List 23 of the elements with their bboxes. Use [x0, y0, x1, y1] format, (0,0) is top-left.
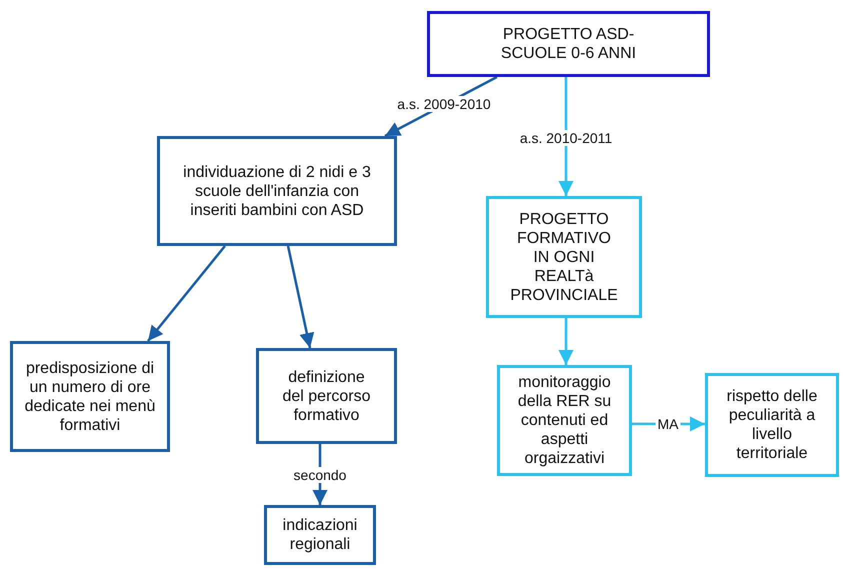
node-text: predisposizione di un numero di ore dedicate nei menù formativi: [24, 358, 156, 434]
node-text: rispetto delle peculiarità a livello territoriale: [726, 387, 818, 463]
node-text: PROGETTO ASD-SCUOLE 0-6 ANNI: [500, 25, 638, 63]
arrow: [286, 246, 314, 348]
edge-label: secondo: [292, 467, 348, 483]
node-text: indicazioni regionali: [282, 516, 358, 554]
concept-box: [497, 365, 632, 476]
arrow: [147, 245, 226, 342]
arrow: [558, 318, 574, 365]
concept-box: [705, 373, 839, 477]
edge-label: MA: [656, 416, 680, 432]
concept-box: [486, 196, 642, 318]
concept-box: [10, 341, 170, 452]
node-text: monitoraggio della RER su contenuti ed aspetti orgaizzativi: [516, 373, 612, 468]
concept-box: [157, 136, 397, 246]
edge-label: a.s. 2009-2010: [395, 96, 493, 112]
concept-box: [427, 11, 710, 77]
concept-box: [256, 348, 397, 444]
node-text: definizione del percorso formativo: [281, 368, 372, 424]
node-text: individuazione di 2 nidi e 3 scuole dell'infanzia con inseriti bambini con ASD: [182, 162, 372, 220]
concept-box: [264, 505, 376, 565]
edge-label: a.s. 2010-2011: [518, 130, 614, 146]
node-text: PROGETTO FORMATIVO IN OGNI REALTà PROVINCIALE: [509, 210, 619, 304]
